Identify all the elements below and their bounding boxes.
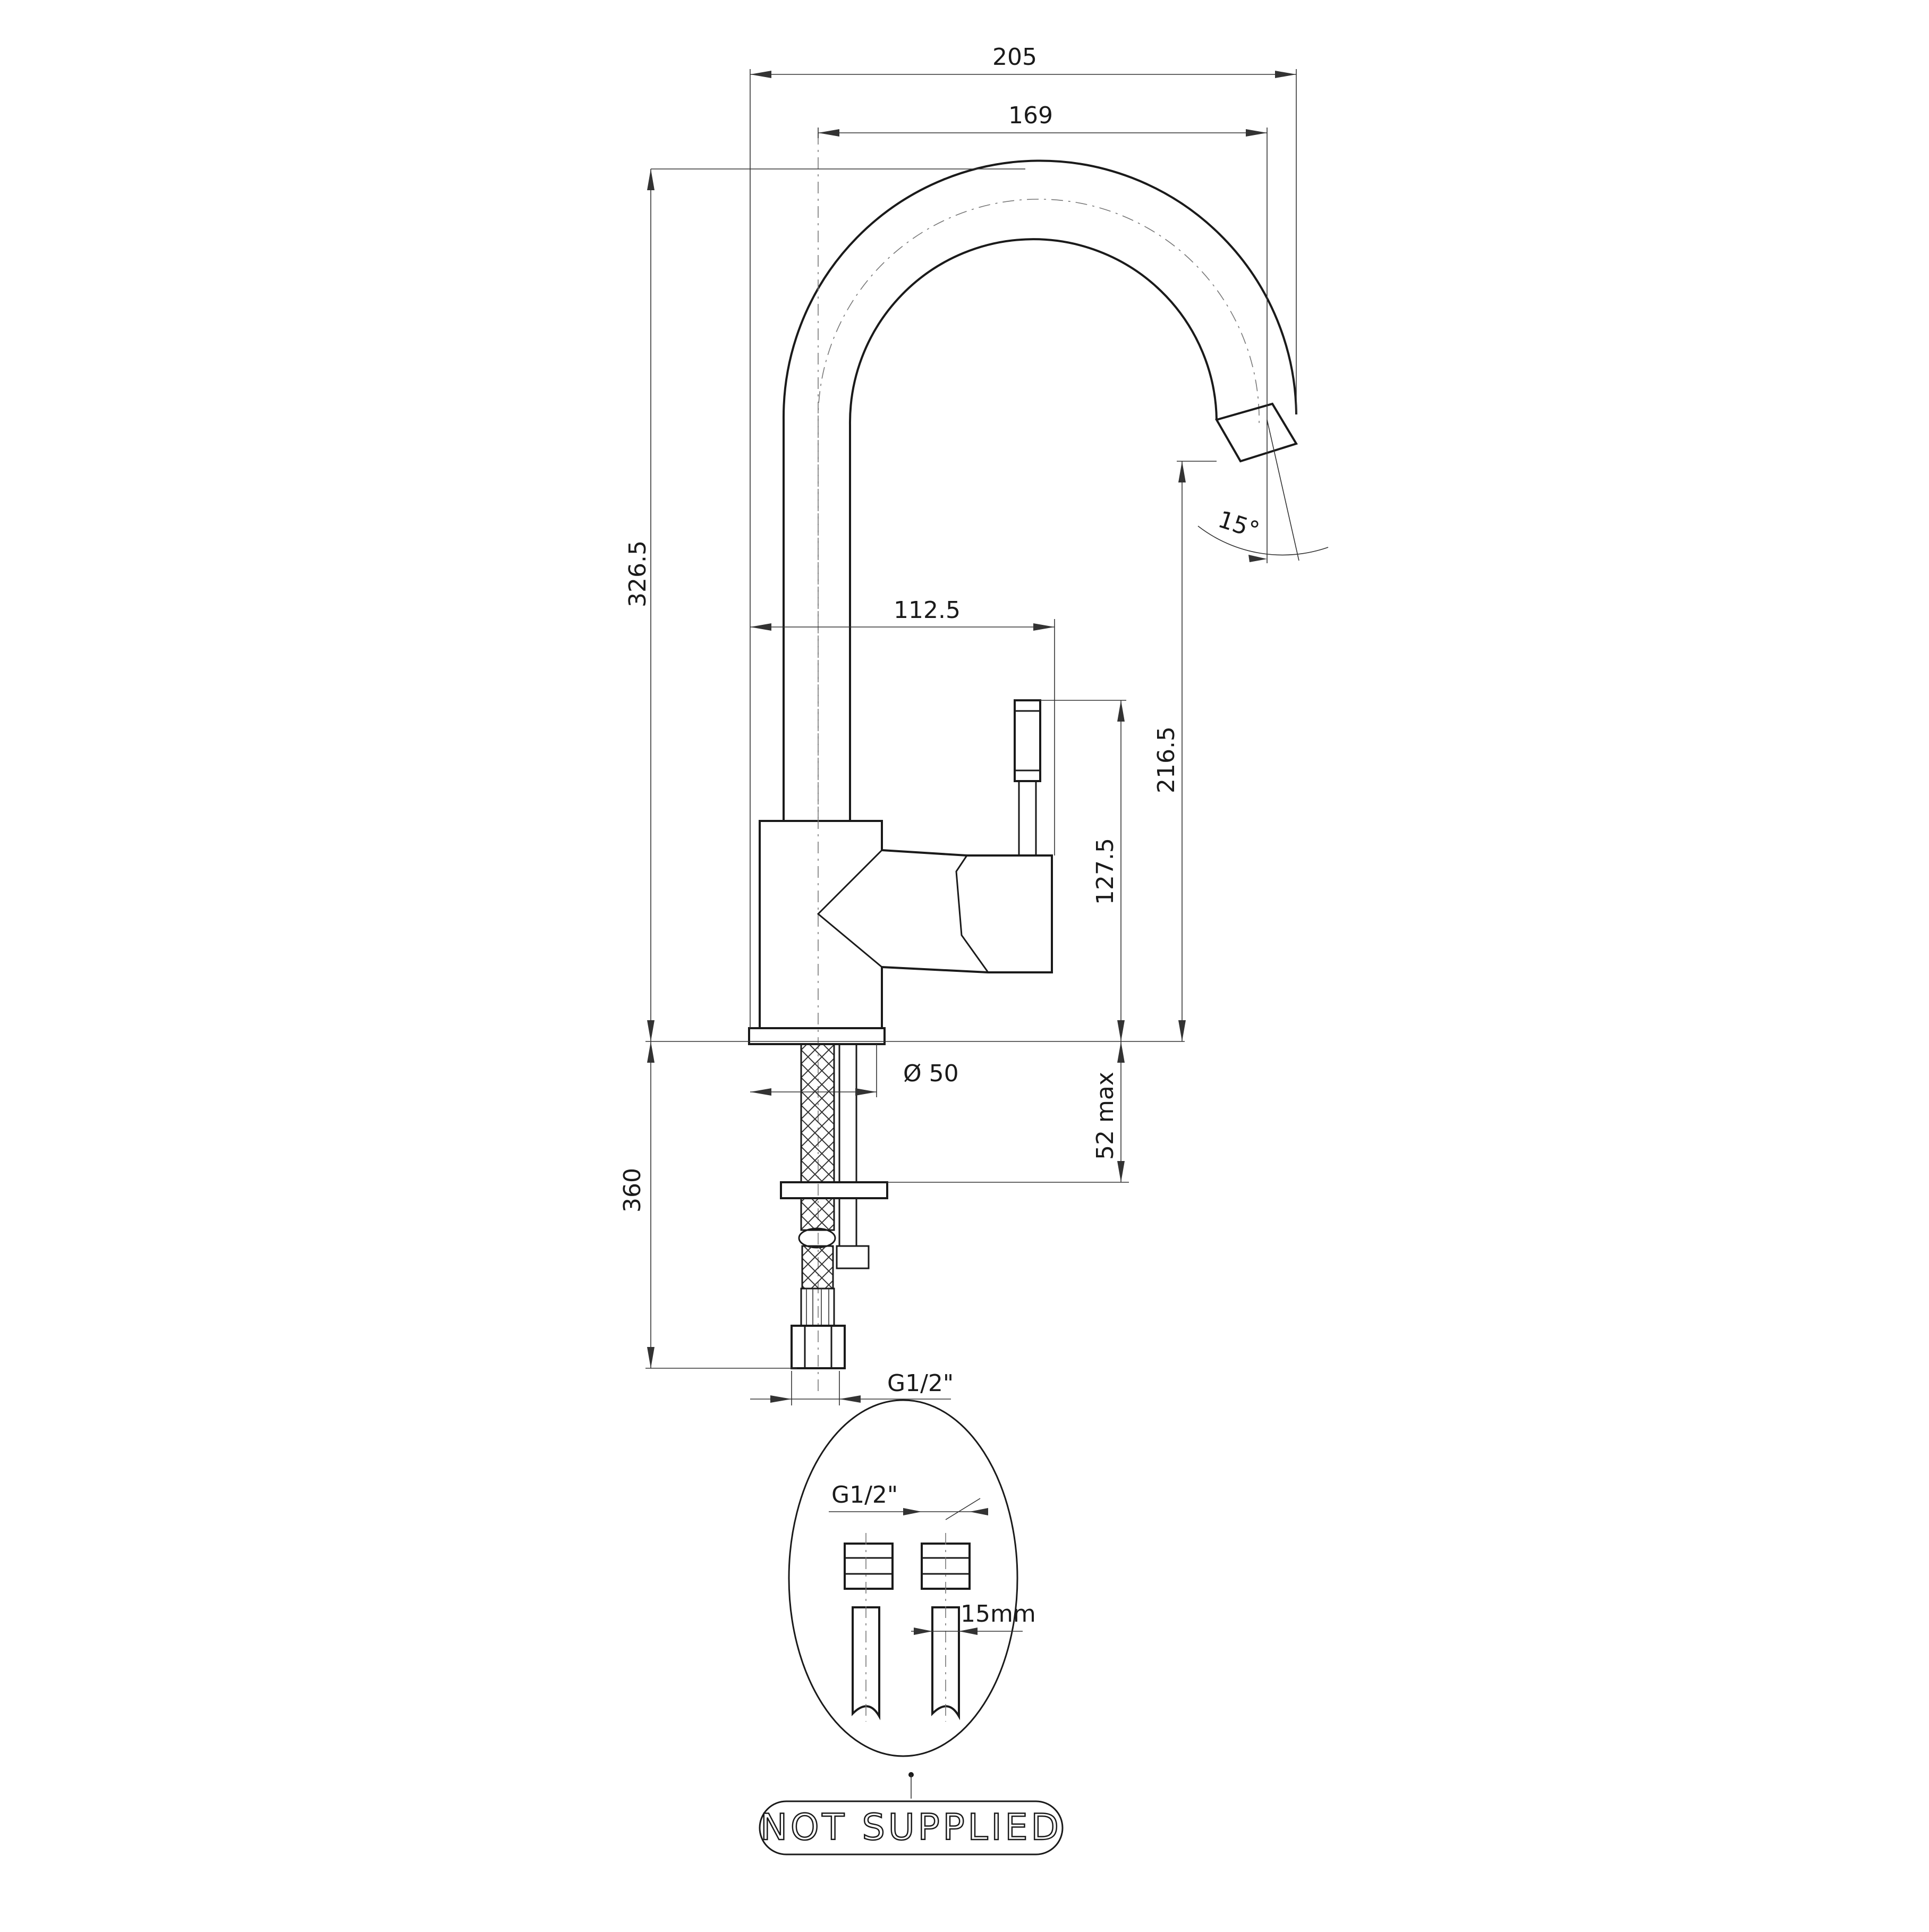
detail-oval: [788, 1399, 1018, 1757]
dim-outlet-height: 216.5: [1153, 726, 1180, 793]
dim-total-height: 326.5: [624, 540, 651, 607]
detail-thread: G1/2": [831, 1481, 898, 1509]
aerator: [1214, 402, 1298, 463]
dim-spout-reach: 169: [1008, 102, 1053, 129]
dim-hose-length: 360: [619, 1168, 646, 1213]
dim-max-deck-thickness: 52 max: [1092, 1072, 1119, 1160]
dim-swivel-angle: 15°: [1215, 506, 1263, 545]
spout-inner: [848, 238, 1218, 821]
mounting-washer: [780, 1181, 888, 1199]
fitting-left: [844, 1543, 894, 1590]
pipe-left: [852, 1606, 880, 1721]
dimension-labels: 205 169 326.5 112.5 216.5 127.5 Ø 50 52 …: [619, 44, 1263, 1397]
hose-nut: [791, 1325, 846, 1369]
lever-handle: [1014, 699, 1041, 782]
dim-hose-thread: G1/2": [887, 1370, 954, 1397]
braided-hose: [800, 1043, 835, 1183]
handle-collar: [955, 855, 989, 973]
dim-lever-reach: 112.5: [894, 597, 961, 624]
threaded-rod: [838, 1043, 857, 1183]
body-cut: [817, 849, 883, 968]
supply-hoses: [780, 1043, 888, 1369]
mixer-body: [759, 820, 1053, 1029]
detail-pipe-diameter: 15mm: [961, 1600, 1036, 1628]
lever-stem: [1018, 780, 1037, 857]
not-supplied-detail: G1/2" 15mm NOT SUPPLIED: [759, 1399, 1064, 1855]
spout-centerline: [818, 199, 1260, 818]
dimension-lines: [645, 69, 1329, 1405]
not-supplied-label: NOT SUPPLIED: [760, 1807, 1062, 1849]
dim-lever-height: 127.5: [1092, 838, 1119, 905]
dim-base-diameter: Ø 50: [903, 1060, 959, 1087]
spout-outer: [782, 159, 1297, 821]
pipe-right: [931, 1606, 960, 1721]
dim-overall-reach: 205: [992, 44, 1037, 71]
not-supplied-label-box: [759, 1800, 1064, 1855]
faucet-outline: [748, 133, 1298, 1392]
